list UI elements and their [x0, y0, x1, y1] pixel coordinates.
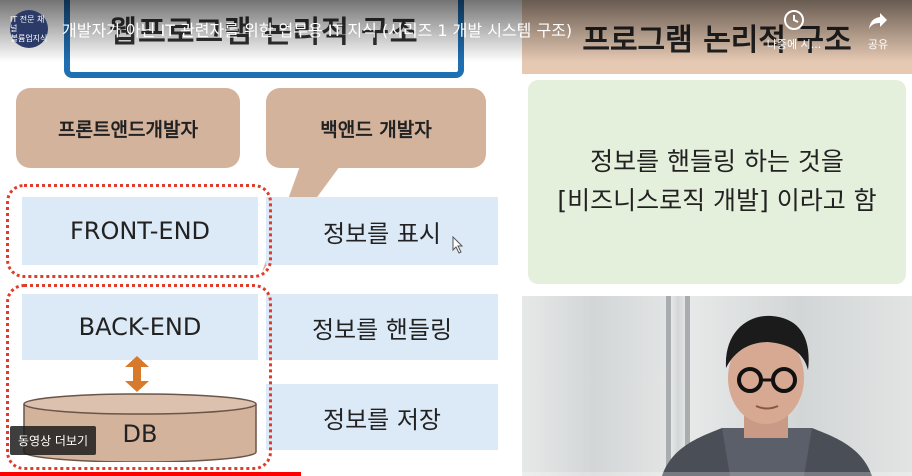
front-end-box: FRONT-END: [22, 197, 258, 265]
note-line-1: 정보를 핸들링 하는 것을: [590, 147, 844, 177]
share-arrow-icon: [869, 13, 887, 29]
clock-icon: [784, 10, 804, 30]
db-label: DB: [122, 420, 158, 448]
progress-bar[interactable]: [0, 472, 912, 476]
back-end-box: BACK-END: [22, 294, 258, 360]
info-handling-box: 정보를 핸들링: [266, 294, 498, 360]
note-line-2: [비즈니스로직 개발] 이라고 함: [557, 186, 877, 215]
share-button[interactable]: 공유: [846, 8, 910, 52]
frontend-highlight-outline: [6, 184, 272, 278]
watch-later-label: 나중에 시...: [766, 38, 822, 51]
slide-left-panel: 웹프로그램 논리적 구조 프론트앤드개발자 백앤드 개발자 FRONT-END …: [0, 0, 522, 476]
channel-logo-line-1: IT 전문 채널: [10, 14, 45, 34]
info-storage-box: 정보를 저장: [266, 384, 498, 450]
more-videos-button[interactable]: 동영상 더보기: [10, 426, 97, 455]
channel-logo-line-2: 볼륨업지식: [10, 33, 48, 43]
backend-highlight-outline: [6, 284, 272, 470]
double-arrow-vertical-icon: [125, 356, 149, 392]
bubble-frontend-developer: 프론트앤드개발자: [16, 88, 240, 168]
info-display-box: 정보를 표시: [266, 197, 498, 265]
presenter-webcam: [522, 296, 912, 476]
bubble-backend-developer: 백앤드 개발자: [266, 88, 486, 168]
channel-logo[interactable]: IT 전문 채널 볼륨업지식: [10, 10, 48, 48]
title-bar-overlay: [0, 0, 912, 62]
business-logic-note: 정보를 핸들링 하는 것을 [비즈니스로직 개발] 이라고 함: [528, 80, 906, 284]
watch-later-button[interactable]: 나중에 시...: [762, 8, 826, 52]
presenter-figure: [662, 315, 872, 476]
progress-bar-fill: [0, 472, 301, 476]
share-label: 공유: [867, 38, 889, 51]
mouse-pointer-icon: [452, 236, 464, 254]
video-title[interactable]: 개발자가 아닌 IT 관련자를 위한 업무용 IT 지식 (시리즈 1 개발 시…: [62, 21, 573, 40]
